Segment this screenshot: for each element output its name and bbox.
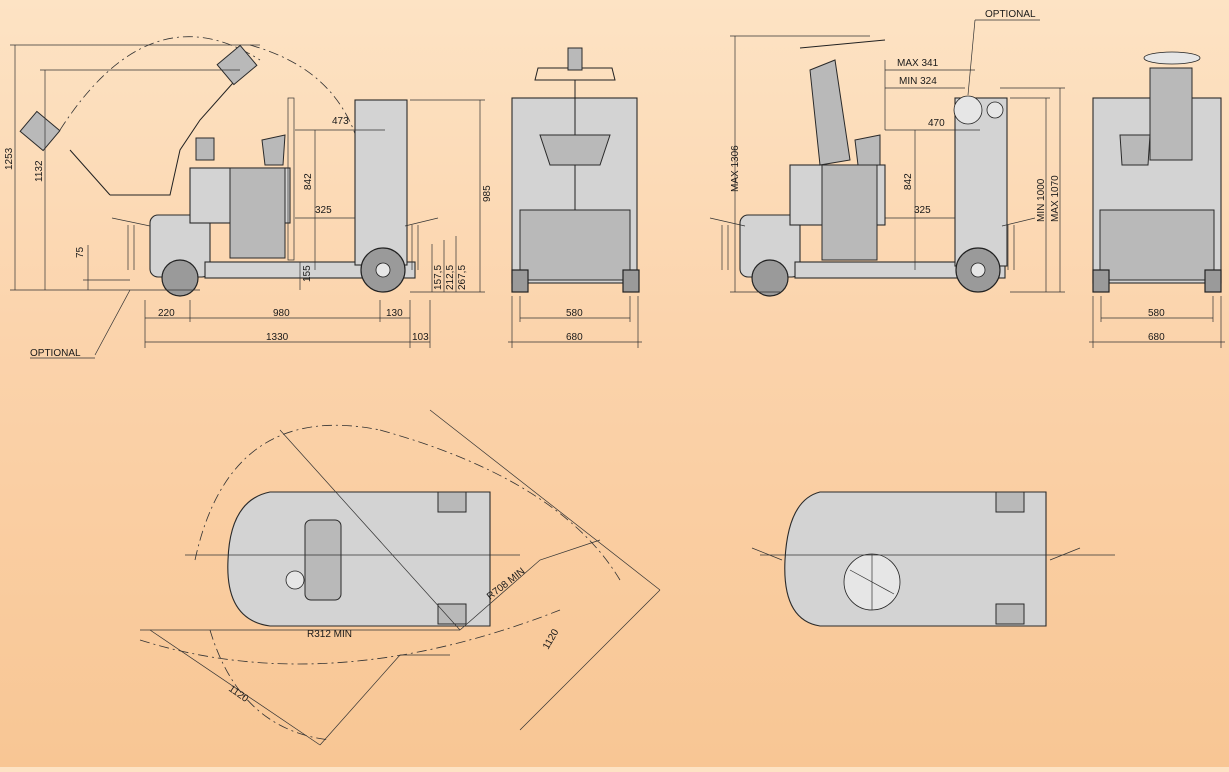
front-coupling (111, 217, 151, 270)
dim-r708-min: R708 MIN (485, 566, 527, 602)
tiller-grip-rear (567, 47, 583, 71)
dim-max-341: MAX 341 (897, 58, 939, 69)
couplings-r (709, 217, 1036, 270)
rear-tyre-left-r (1092, 269, 1110, 293)
dimension-lines-right-side (730, 19, 1065, 293)
dim-842-right: 842 (903, 173, 914, 190)
optional-reel (953, 95, 983, 125)
optional-reel-small (986, 101, 1004, 119)
dim-130: 130 (386, 308, 403, 319)
dim-r312-min: R312 MIN (307, 629, 352, 640)
seat-rest (261, 134, 286, 166)
rear-view-tiller-model (508, 47, 642, 348)
dim-267-5: 267,5 (457, 265, 468, 290)
rear-tyre-right (622, 269, 640, 293)
dim-max-1306: MAX 1306 (730, 145, 741, 192)
dim-985: 985 (482, 185, 493, 202)
dim-212-5: 212,5 (445, 265, 456, 290)
seat-r (854, 134, 881, 166)
tiller-head-down (19, 110, 61, 152)
dimension-lines-rear-left (508, 296, 642, 348)
turning-arc-outer (194, 424, 621, 581)
turning-dimension-lines (140, 409, 661, 746)
rear-platform-wall-r (954, 97, 1008, 267)
dim-103: 103 (412, 332, 429, 343)
rear-tyre-left (511, 269, 529, 293)
top-couplings-r (751, 547, 1081, 561)
top-view-steering-model (751, 491, 1115, 627)
dim-680-left: 680 (566, 332, 583, 343)
dim-max-1070: MAX 1070 (1050, 175, 1061, 222)
tiller-arm-down (110, 74, 241, 196)
top-view-turning-radius (139, 409, 661, 746)
rear-platform-wall (354, 99, 408, 266)
dim-220: 220 (158, 308, 175, 319)
dim-1132: 1132 (34, 160, 45, 182)
tiller-arm-low (69, 149, 111, 196)
dimension-lines-left-side (10, 44, 485, 359)
top-rear-corner-d (995, 603, 1025, 625)
dim-1120-upper: 1120 (541, 627, 561, 652)
dim-580-left: 580 (566, 308, 583, 319)
tiller-arc-right (249, 44, 361, 151)
steering-column-r (809, 59, 851, 166)
top-control-knob (285, 570, 305, 590)
dim-1120-lower: 1120 (226, 683, 250, 705)
steering-column-rear (1149, 67, 1193, 161)
dim-470: 470 (928, 118, 945, 129)
tiller-handle-rear (534, 67, 616, 81)
rear-wheel-hub (375, 262, 391, 278)
side-view-steering-model (709, 19, 1065, 297)
dim-min-1000: MIN 1000 (1036, 178, 1047, 222)
top-steering-spokes (849, 554, 895, 610)
operator-backrest-post (287, 97, 295, 261)
dim-473: 473 (332, 116, 349, 127)
dim-min-324: MIN 324 (899, 76, 937, 87)
optional-label-left: OPTIONAL (30, 348, 81, 359)
dim-75: 75 (75, 246, 86, 258)
top-tiller-base (304, 519, 342, 601)
dim-980: 980 (273, 308, 290, 319)
dim-680-right: 680 (1148, 332, 1165, 343)
top-rear-corner-c (995, 491, 1025, 513)
top-rear-corner-a (437, 491, 467, 513)
rear-wheel-hub-r (970, 262, 986, 278)
tiller-head-up (216, 44, 258, 86)
optional-label-right: OPTIONAL (985, 9, 1036, 20)
rear-bumper-block-r (1099, 209, 1215, 281)
steering-wheel-side (799, 39, 886, 49)
control-box (195, 137, 215, 161)
tiller-swing-arc (59, 36, 261, 131)
seat-rear (539, 134, 611, 166)
top-rear-corner-b (437, 603, 467, 625)
rear-view-steering-model (1089, 51, 1225, 348)
chassis-rail-r (794, 261, 1006, 279)
dim-842-left: 842 (303, 173, 314, 190)
dim-155: 155 (302, 265, 313, 282)
rear-bumper-block (519, 209, 631, 281)
front-wheel-r (751, 259, 789, 297)
dim-157-5: 157,5 (433, 265, 444, 290)
dim-325-right: 325 (914, 205, 931, 216)
side-view-tiller-model (10, 36, 485, 359)
turning-arc-inner (139, 609, 561, 665)
dimension-lines-rear-right (1089, 296, 1225, 348)
dim-1330: 1330 (266, 332, 289, 343)
dim-580-right: 580 (1148, 308, 1165, 319)
turning-arc-small (209, 629, 331, 741)
dim-325-left: 325 (315, 205, 332, 216)
top-view-body (227, 491, 491, 627)
dim-1253: 1253 (4, 147, 15, 170)
steering-wheel-rear (1143, 51, 1201, 65)
seat-rear-r (1119, 134, 1151, 166)
battery-door-r (821, 164, 878, 261)
front-wheel (161, 259, 199, 297)
battery-door (229, 167, 286, 259)
rear-tyre-right-r (1204, 269, 1222, 293)
rear-coupling (404, 217, 439, 270)
